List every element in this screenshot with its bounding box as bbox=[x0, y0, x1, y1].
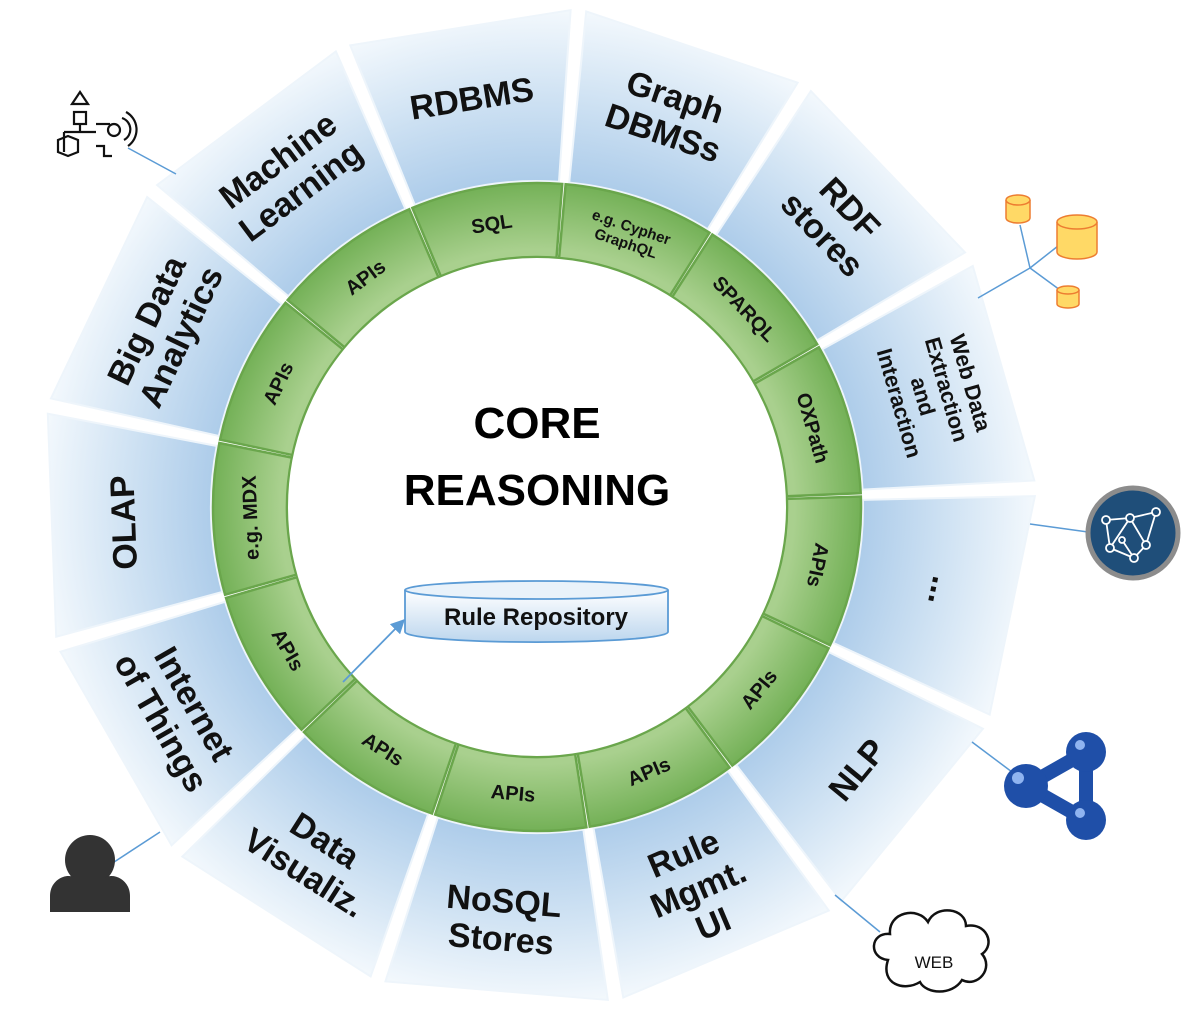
rdf-icon bbox=[1004, 732, 1106, 840]
ring-label-nosql-stores: APIs bbox=[490, 781, 536, 807]
rule-repository[interactable]: Rule Repository bbox=[404, 580, 669, 644]
user-connector bbox=[107, 831, 161, 867]
segment-data-visualiz bbox=[180, 734, 430, 978]
segment-internet-of-things bbox=[59, 600, 300, 847]
graph-connector bbox=[1029, 523, 1089, 533]
user-icon bbox=[50, 835, 130, 912]
web-connector bbox=[834, 894, 881, 933]
iot-icon bbox=[56, 90, 138, 158]
segment-nlp bbox=[734, 650, 985, 903]
core-title-line2: REASONING bbox=[404, 466, 670, 515]
ring-label-line: e.g. MDX bbox=[239, 474, 264, 560]
segment-label-line: OLAP bbox=[103, 475, 145, 571]
database-icon bbox=[1005, 194, 1098, 309]
segment-web-data-extraction-and-interaction bbox=[820, 264, 1036, 491]
segment-ellipsis bbox=[831, 495, 1037, 717]
segment-rdf-stores bbox=[714, 89, 967, 342]
segment-big-data-analytics bbox=[49, 195, 284, 438]
segment-rdbms bbox=[348, 8, 572, 207]
segment-rule-mgmt-ui bbox=[592, 769, 831, 999]
segment-olap bbox=[46, 412, 224, 639]
ring-label-line: APIs bbox=[490, 781, 536, 807]
segment-label-line: Stores bbox=[447, 916, 556, 963]
graph-network-icon bbox=[1085, 485, 1181, 581]
core-title-line1: CORE bbox=[473, 399, 600, 448]
web-cloud-icon: WEB bbox=[872, 909, 990, 993]
rdbms-connector bbox=[977, 267, 1031, 299]
segment-graph-dbmss bbox=[568, 10, 800, 231]
ring-label-olap: e.g. MDX bbox=[239, 474, 264, 560]
segment-machine-learning bbox=[155, 49, 407, 298]
rdf-connector bbox=[971, 741, 1013, 773]
segment-label-olap: OLAP bbox=[103, 475, 145, 571]
segment-nosql-stores bbox=[384, 816, 609, 1002]
repository-arrow bbox=[342, 618, 406, 683]
iot-connector bbox=[127, 147, 177, 175]
rule-repository-label: Rule Repository bbox=[444, 604, 629, 631]
icon-connectors bbox=[107, 147, 1089, 933]
web-label: WEB bbox=[915, 953, 954, 972]
